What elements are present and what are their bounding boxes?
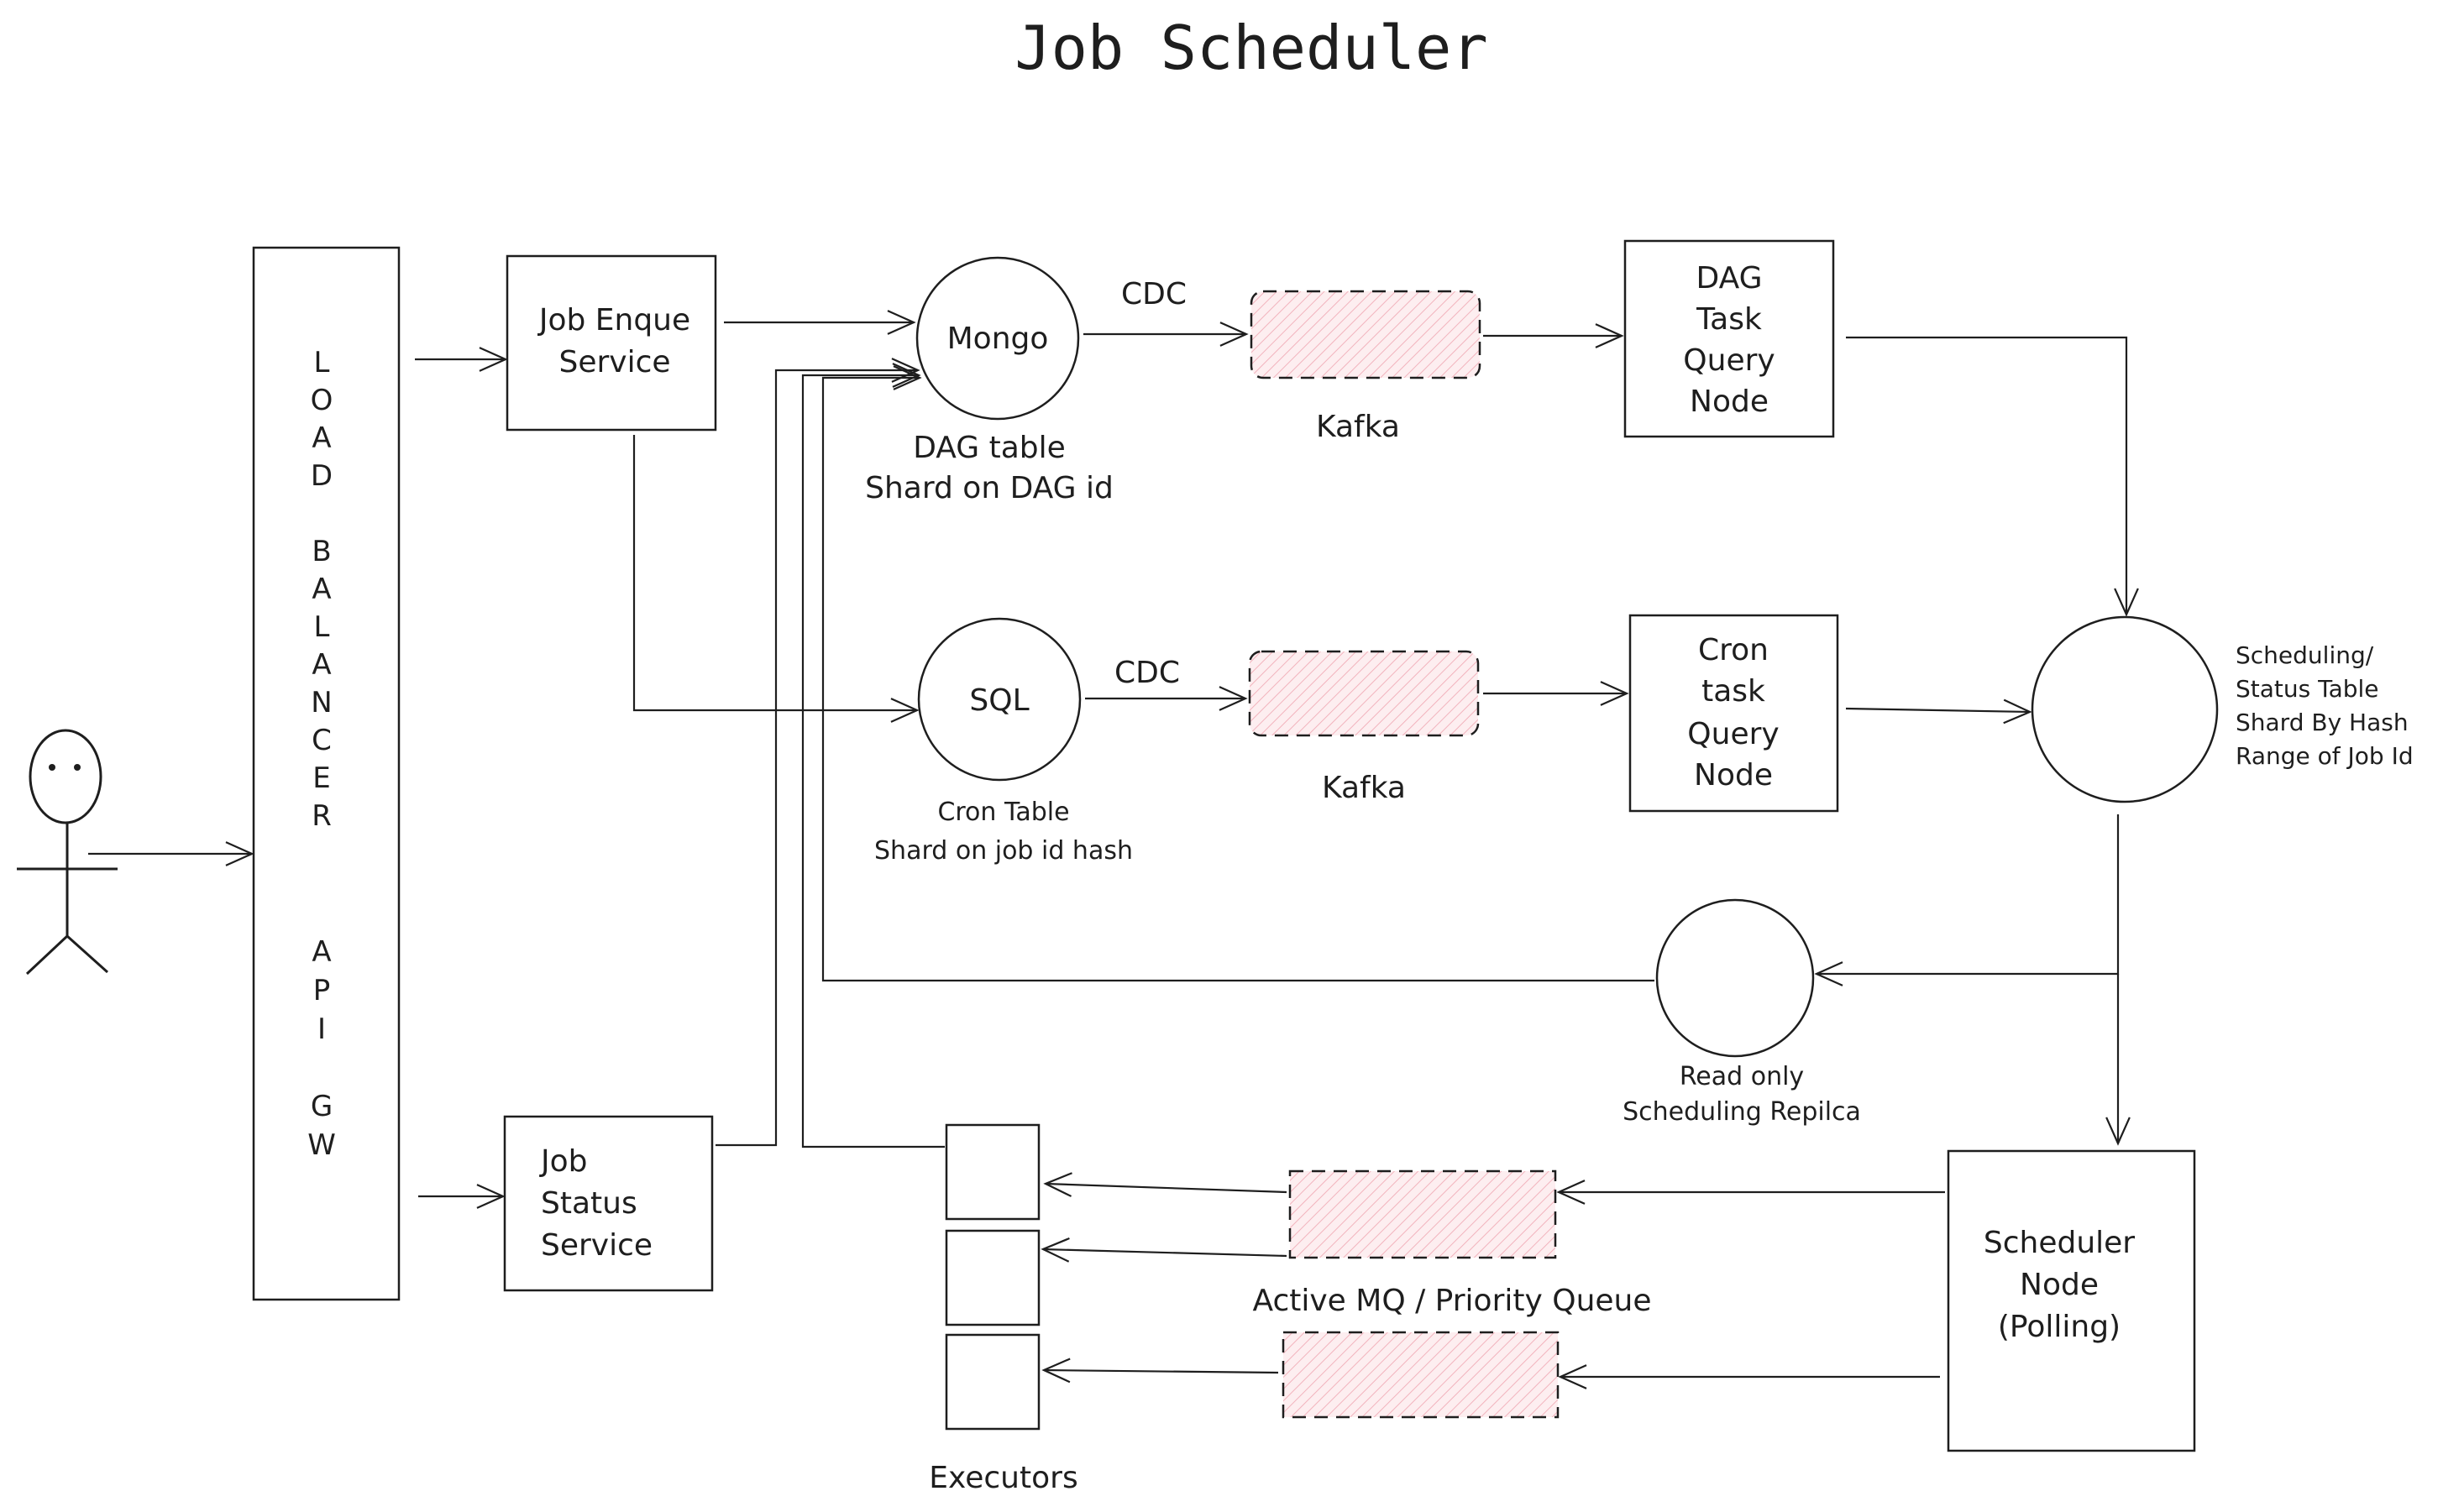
load-balancer-letter: A [312, 573, 331, 606]
arrow-sql-to-kafka-mid [1085, 686, 1248, 711]
arrow-scheduler-to-pq-bottom [1558, 1364, 1940, 1389]
user-stick-figure-icon [17, 729, 118, 976]
sql-db: SQL Cron Table Shard on job id hash [874, 617, 1133, 866]
kafka-mid: Kafka [1248, 650, 1480, 805]
arrow-pq-top-to-executor-1 [1043, 1172, 1287, 1197]
dag-node-line-4: Node [1690, 385, 1769, 419]
kafka-top: Kafka [1250, 290, 1481, 444]
arrow-kafka-top-to-dag-node [1483, 323, 1624, 348]
scheduling-caption-line-2: Status Table [2236, 675, 2379, 703]
scheduling-status-table: Scheduling/ Status Table Shard By Hash R… [2031, 615, 2414, 803]
priority-queue-bottom [1282, 1331, 1560, 1419]
mongo-caption-line-2: Shard on DAG id [865, 471, 1114, 505]
sql-label: SQL [969, 683, 1029, 718]
arrow-mongo-to-kafka-top [1083, 322, 1249, 347]
load-balancer-letter: D [311, 459, 333, 493]
dag-node-line-1: DAG [1696, 261, 1763, 296]
arrow-lb-to-job-enque [415, 347, 508, 372]
job-status-service-line-2: Status [541, 1186, 637, 1221]
kafka-top-label: Kafka [1316, 410, 1400, 444]
job-enque-service-line-1: Job Enque [537, 303, 690, 337]
dag-task-query-node: DAG Task Query Node [1623, 239, 1835, 438]
load-balancer-letter: B [312, 535, 331, 568]
dag-node-line-2: Task [1696, 302, 1762, 337]
job-enque-service-line-2: Service [558, 345, 670, 379]
arrow-cron-node-to-scheduling [1845, 698, 2032, 725]
cron-node-line-1: Cron [1698, 633, 1769, 667]
scheduling-caption-line-1: Scheduling/ [2236, 641, 2374, 669]
load-balancer-letter: A [312, 421, 331, 455]
cdc-top-label: CDC [1121, 277, 1187, 311]
job-status-service-line-3: Service [541, 1228, 653, 1263]
job-status-service-line-1: Job [539, 1144, 588, 1179]
priority-queue-label: Active MQ / Priority Queue [1252, 1284, 1651, 1318]
cdc-mid-label: CDC [1114, 656, 1180, 690]
arrow-pq-top-to-executor-2 [1041, 1237, 1287, 1263]
arrow-executors-to-mongo [801, 363, 945, 1148]
cron-task-query-node: Cron task Query Node [1628, 614, 1839, 813]
connector-arrows [88, 310, 2139, 1389]
read-only-replica: Read only Scheduling Repilca [1623, 898, 1861, 1127]
replica-caption-line-2: Scheduling Repilca [1623, 1097, 1861, 1127]
load-balancer-letter: N [311, 686, 332, 719]
executor-box-1 [945, 1123, 1041, 1221]
job-enque-service: Job Enque Service [506, 254, 717, 432]
sql-caption-line-1: Cron Table [937, 798, 1069, 827]
load-balancer-letter: C [312, 724, 332, 757]
arrow-user-to-lb [88, 841, 254, 866]
load-balancer-letter: W [307, 1128, 336, 1162]
mongo-label: Mongo [947, 322, 1049, 356]
scheduling-caption-line-4: Range of Job Id [2236, 742, 2414, 770]
load-balancer-letter: G [311, 1090, 333, 1123]
job-status-service: Job Status Service [503, 1115, 714, 1292]
kafka-mid-label: Kafka [1322, 771, 1406, 805]
arrow-dag-node-to-scheduling [1846, 336, 2139, 617]
executors-label: Executors [929, 1461, 1077, 1495]
arrow-replica-to-mongo [821, 365, 1654, 982]
arrow-pq-bottom-to-executor-3 [1041, 1358, 1279, 1384]
executor-box-3 [945, 1333, 1041, 1431]
load-balancer-letter: L [314, 346, 330, 379]
arrow-scheduling-to-replica [1814, 814, 2120, 986]
arrow-job-enque-to-mongo [724, 310, 916, 335]
replica-caption-line-1: Read only [1680, 1062, 1804, 1091]
arrow-scheduler-to-pq-top [1556, 1180, 1945, 1205]
cron-node-line-3: Query [1687, 717, 1779, 751]
mongo-db: Mongo DAG table Shard on DAG id [865, 256, 1114, 505]
sql-caption-line-2: Shard on job id hash [874, 836, 1133, 866]
arrow-lb-to-job-status [418, 1184, 506, 1209]
dag-node-line-3: Query [1683, 343, 1775, 378]
priority-queue-top [1288, 1169, 1557, 1259]
scheduler-node-line-3: (Polling) [1998, 1310, 2121, 1344]
load-balancer-letter: A [312, 935, 331, 969]
cron-node-line-2: task [1701, 674, 1765, 709]
arrow-kafka-mid-to-cron-node [1483, 681, 1629, 706]
scheduling-caption-line-3: Shard By Hash [2236, 709, 2409, 736]
load-balancer-letter: L [314, 610, 330, 644]
load-balancer-letter: I [317, 1012, 326, 1046]
load-balancer-letter: P [313, 974, 331, 1007]
diagram-title: Job Scheduler [1014, 13, 1488, 83]
load-balancer-letter: A [312, 648, 331, 682]
scheduler-node-line-1: Scheduler [1984, 1226, 2135, 1260]
executor-box-2 [945, 1229, 1041, 1326]
load-balancer-letter: R [312, 799, 332, 833]
arrow-scheduling-to-scheduler [2105, 974, 2131, 1146]
executors: Executors [929, 1123, 1078, 1495]
scheduler-node: Scheduler Node (Polling) [1947, 1149, 2196, 1452]
load-balancer-letter: O [311, 384, 333, 417]
mongo-caption-line-1: DAG table [913, 431, 1066, 465]
load-balancer-letter: E [312, 761, 330, 795]
scheduler-node-line-2: Node [2020, 1268, 2099, 1302]
cron-node-line-4: Node [1694, 758, 1773, 793]
